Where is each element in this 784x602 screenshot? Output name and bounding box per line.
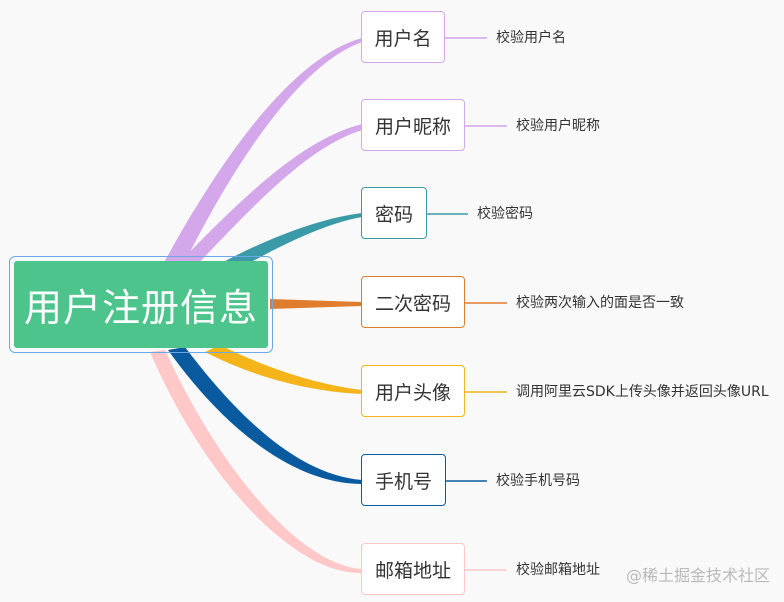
connector-avatar: [205, 345, 362, 394]
leaf-username: 校验用户名: [496, 30, 566, 46]
branch-password-confirm[interactable]: 二次密码: [361, 276, 465, 328]
branch-label: 用户名: [374, 27, 432, 50]
leaf-password: 校验密码: [477, 206, 533, 222]
branch-label: 邮箱地址: [374, 559, 451, 582]
leaf-avatar: 调用阿里云SDK上传头像并返回头像URL: [516, 384, 769, 400]
branch-label: 手机号: [374, 470, 432, 493]
connector-phone: [168, 347, 362, 484]
leaf-email: 校验邮箱地址: [516, 562, 600, 578]
leaf-nickname: 校验用户昵称: [516, 118, 600, 134]
branch-email[interactable]: 邮箱地址: [361, 543, 465, 595]
branch-username[interactable]: 用户名: [361, 11, 445, 63]
leaf-password-confirm: 校验两次输入的面是否一致: [516, 295, 684, 311]
root-node[interactable]: 用户注册信息: [9, 256, 273, 353]
connector-email: [150, 350, 362, 574]
connector-password2: [270, 299, 362, 309]
branch-password[interactable]: 密码: [361, 187, 427, 239]
branch-label: 用户昵称: [374, 115, 451, 138]
connector-nickname: [170, 124, 362, 272]
branch-nickname[interactable]: 用户昵称: [361, 99, 465, 151]
branch-phone[interactable]: 手机号: [361, 454, 446, 506]
watermark: @稀土掘金技术社区: [625, 566, 770, 585]
branch-label: 用户头像: [374, 381, 451, 404]
branch-label: 密码: [374, 203, 413, 226]
leaf-phone: 校验手机号码: [496, 473, 580, 489]
root-label: 用户注册信息: [14, 261, 268, 348]
branch-avatar[interactable]: 用户头像: [361, 365, 465, 417]
branch-label: 二次密码: [374, 292, 451, 315]
connector-username: [160, 38, 362, 272]
